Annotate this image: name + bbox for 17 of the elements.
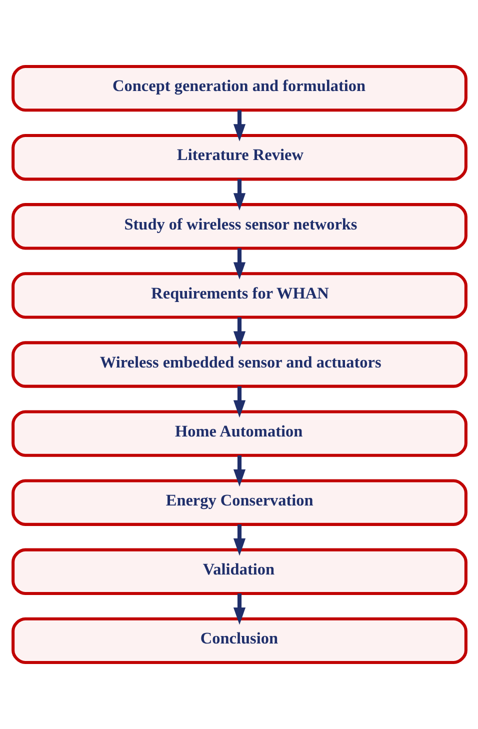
node-box: Concept generation and formulation [11,64,467,112]
arrow [232,386,246,418]
arrow [232,594,246,625]
node-box: Conclusion [11,617,467,664]
node-box: Literature Review [11,134,467,181]
arrow [232,317,246,349]
arrow [232,179,246,210]
node-box: Study of wireless sensor networks [11,203,467,250]
arrow [232,110,246,142]
arrow [232,248,246,280]
node-box: Wireless embedded sensor and actuators [11,341,467,388]
arrow [232,455,246,487]
node-box: Home Automation [11,410,467,457]
node-box: Requirements for WHAN [11,272,467,319]
arrow [232,524,246,556]
node-box: Energy Conservation [11,479,467,526]
node-box: Validation [11,548,467,595]
